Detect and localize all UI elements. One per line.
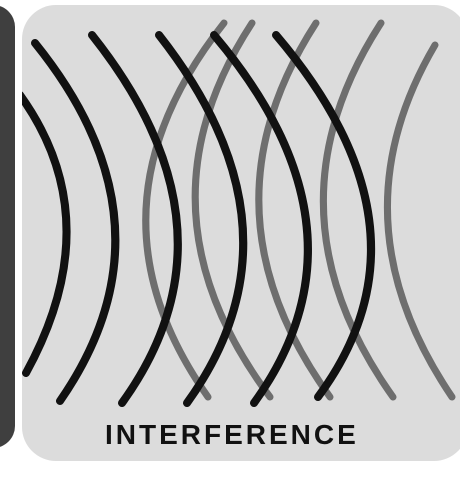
interference-waves-icon	[22, 5, 460, 461]
gray-wavefront	[323, 23, 393, 397]
left-dark-panel	[0, 5, 15, 448]
black-wavefront	[22, 95, 67, 373]
interference-card	[22, 5, 460, 461]
black-wavefront	[35, 43, 115, 401]
caption-label: INTERFERENCE	[105, 418, 425, 452]
gray-wavefront	[259, 23, 330, 397]
gray-wavefront	[387, 45, 452, 397]
black-wavefront	[92, 35, 178, 403]
black-wavefront	[159, 35, 243, 403]
